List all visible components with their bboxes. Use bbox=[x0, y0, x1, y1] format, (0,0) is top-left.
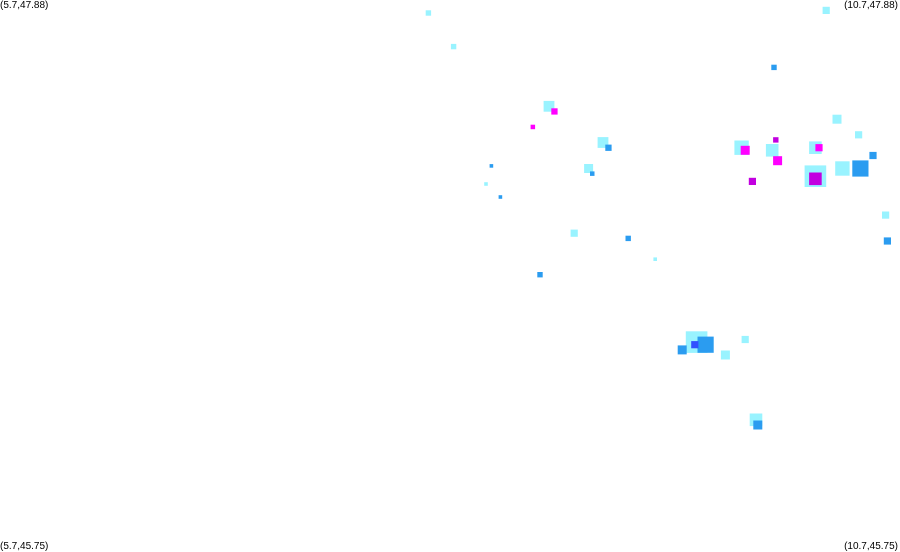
precip-cell-light bbox=[835, 161, 850, 176]
precip-cell-medium bbox=[590, 171, 595, 176]
corner-label-top-left: (5.7,47.88) bbox=[0, 0, 49, 11]
precip-cell-light bbox=[570, 229, 578, 237]
precip-cell-medium bbox=[753, 420, 763, 430]
corner-label-bottom-right: (10.7,45.75) bbox=[844, 541, 898, 552]
precip-cell-light bbox=[720, 350, 730, 360]
precip-cell-medium bbox=[537, 272, 543, 278]
precip-cell-heavy bbox=[809, 172, 822, 186]
precip-cell-medium bbox=[605, 144, 612, 151]
precip-cell-extreme bbox=[740, 145, 750, 155]
precip-cell-heavy bbox=[748, 177, 756, 185]
precip-cell-extreme bbox=[815, 144, 823, 152]
precip-cell-light bbox=[882, 211, 890, 219]
precip-cell-medium bbox=[498, 195, 503, 199]
precip-cell-medium bbox=[489, 164, 494, 168]
precip-cell-strong bbox=[691, 341, 699, 349]
precip-cell-light bbox=[584, 164, 594, 173]
precip-cell-light bbox=[597, 137, 609, 148]
precip-cell-light bbox=[450, 43, 457, 50]
precip-cell-extreme bbox=[773, 156, 783, 166]
precip-cell-light bbox=[765, 144, 779, 157]
precip-cell-light bbox=[822, 6, 830, 14]
precip-cell-medium bbox=[625, 235, 631, 242]
precip-cell-medium bbox=[771, 64, 777, 71]
precip-cell-light bbox=[832, 114, 842, 124]
precip-cell-medium bbox=[852, 160, 869, 177]
precip-cell-extreme bbox=[551, 108, 558, 115]
corner-label-bottom-left: (5.7,45.75) bbox=[0, 541, 49, 552]
precip-cell-medium bbox=[869, 151, 877, 160]
precip-cell-medium bbox=[883, 237, 891, 245]
precip-cell-light bbox=[484, 182, 488, 186]
precip-cell-light bbox=[855, 131, 863, 139]
precip-cell-light bbox=[543, 100, 555, 112]
precip-cell-extreme bbox=[530, 124, 536, 130]
precip-cell-light bbox=[741, 335, 749, 344]
corner-label-top-right: (10.7,47.88) bbox=[844, 0, 898, 11]
precip-cell-light bbox=[653, 257, 657, 261]
precip-cell-medium bbox=[677, 345, 687, 355]
precip-cell-medium bbox=[697, 336, 714, 353]
precip-cell-light bbox=[425, 10, 432, 16]
precip-cell-heavy bbox=[773, 137, 779, 143]
